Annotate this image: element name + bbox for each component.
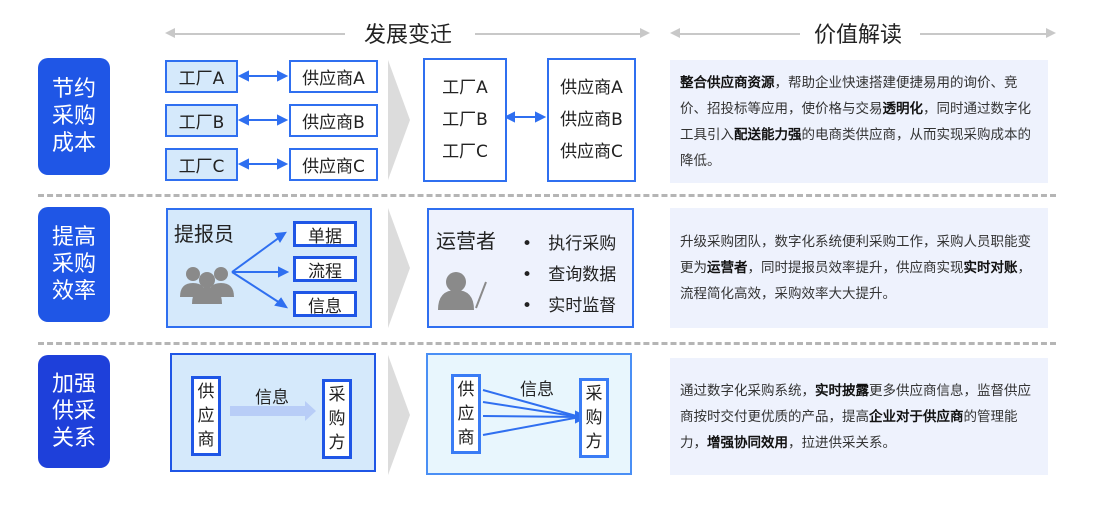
header-line-right2 bbox=[920, 33, 1052, 35]
info-label: 信息 bbox=[255, 388, 289, 408]
role-reporter: 提报员 bbox=[174, 222, 234, 246]
body-text: ，拉进供采关系。 bbox=[788, 434, 896, 451]
highlight-text: 透明化 bbox=[882, 100, 924, 117]
body-text: ，流程简化高效，采购效率大大提升。 bbox=[680, 260, 1031, 302]
highlight-text: 增强协同效用 bbox=[707, 434, 788, 451]
supplier-label: 供应商B bbox=[560, 110, 623, 130]
factory-label: 工厂B bbox=[442, 110, 488, 130]
supplier-label: 供应商C bbox=[560, 142, 623, 162]
buyer-vbox: 采购方 bbox=[322, 379, 352, 459]
task-item: • 实时监督 bbox=[522, 291, 616, 322]
body-text: ，同时提报员效率提升，供应商实现 bbox=[747, 260, 964, 276]
task-item: • 查询数据 bbox=[522, 260, 616, 291]
badge-line: 关系 bbox=[51, 426, 96, 451]
bullet: • bbox=[522, 265, 533, 285]
header-line-left bbox=[170, 33, 345, 35]
highlight-text: 实时对账 bbox=[963, 260, 1018, 276]
task-label: 查询数据 bbox=[548, 265, 617, 285]
badge-line: 效率 bbox=[51, 279, 96, 304]
badge-line: 节约 bbox=[51, 77, 96, 102]
divider bbox=[38, 342, 1056, 345]
highlight-text: 整合供应商资源 bbox=[680, 74, 775, 91]
header-evolution: 发展变迁 bbox=[364, 23, 453, 48]
supplier-b-box: 供应商B bbox=[289, 104, 378, 137]
body-text: ，同时通过数字化工具引入 bbox=[680, 100, 1031, 143]
bullet: • bbox=[522, 296, 533, 316]
badge-line: 提高 bbox=[51, 225, 96, 250]
body-text: ，帮助企业快速搭建便捷易用的询价、竞价、招投标等应用，使价格与交易 bbox=[680, 74, 1018, 117]
value-panel-2: 升级采购团队，数字化系统便利采购工作，采购人员职能变更为运营者，同时提报员效率提… bbox=[670, 208, 1048, 328]
task-item: • 执行采购 bbox=[522, 229, 616, 260]
supplier-vbox: 供应商 bbox=[191, 376, 221, 456]
badge-line: 供采 bbox=[51, 399, 96, 424]
body-text: 的电商类供应商，从而实现采购成本的降低。 bbox=[680, 126, 1031, 169]
badge-line: 成本 bbox=[51, 131, 96, 156]
badge-save-cost: 节约采购成本 bbox=[38, 58, 110, 175]
operator-task-list: • 执行采购 • 查询数据 • 实时监督 bbox=[522, 229, 616, 322]
buyer-vbox: 采购方 bbox=[579, 378, 609, 458]
bullet: • bbox=[522, 234, 533, 254]
task-label: 实时监督 bbox=[548, 296, 617, 316]
value-panel-3: 通过数字化采购系统，实时披露更多供应商信息，监督供应商按时交付更优质的产品，提高… bbox=[670, 358, 1048, 475]
factory-label: 工厂A bbox=[442, 78, 488, 98]
highlight-text: 实时披露 bbox=[815, 382, 869, 399]
factories-merged-box: 工厂A 工厂B 工厂C bbox=[423, 58, 507, 182]
factory-a-box: 工厂A bbox=[165, 60, 238, 93]
item-box: 流程 bbox=[293, 256, 357, 282]
task-label: 执行采购 bbox=[548, 234, 617, 254]
badge-relationship: 加强供采关系 bbox=[38, 355, 110, 468]
supplier-vbox: 供应商 bbox=[451, 374, 481, 454]
body-text: 通过数字化采购系统， bbox=[680, 382, 815, 399]
info-label: 信息 bbox=[520, 380, 554, 400]
value-text: 升级采购团队，数字化系统便利采购工作，采购人员职能变更为运营者，同时提报员效率提… bbox=[680, 229, 1038, 307]
suppliers-merged-box: 供应商A 供应商B 供应商C bbox=[547, 58, 636, 182]
badge-line: 采购 bbox=[51, 104, 96, 129]
badge-line: 采购 bbox=[51, 252, 96, 277]
supplier-a-box: 供应商A bbox=[289, 60, 378, 93]
item-box: 单据 bbox=[293, 221, 357, 247]
highlight-text: 配送能力强 bbox=[734, 126, 802, 143]
supplier-c-box: 供应商C bbox=[289, 148, 378, 181]
role-operator: 运营者 bbox=[436, 229, 496, 253]
body-text: 的管理能力， bbox=[680, 408, 1018, 451]
highlight-text: 运营者 bbox=[707, 260, 748, 276]
factory-b-box: 工厂B bbox=[165, 104, 238, 137]
highlight-text: 企业对于供应商 bbox=[869, 408, 964, 425]
value-text: 整合供应商资源，帮助企业快速搭建便捷易用的询价、竞价、招投标等应用，使价格与交易… bbox=[680, 70, 1038, 174]
header-line-left2 bbox=[675, 33, 800, 35]
operator-icon bbox=[438, 272, 487, 310]
value-text: 通过数字化采购系统，实时披露更多供应商信息，监督供应商按时交付更优质的产品，提高… bbox=[680, 378, 1038, 456]
divider bbox=[38, 194, 1056, 197]
item-box: 信息 bbox=[293, 291, 357, 317]
factory-label: 工厂C bbox=[442, 142, 488, 162]
header-line-right bbox=[475, 33, 645, 35]
badge-line: 加强 bbox=[51, 372, 96, 397]
factory-c-box: 工厂C bbox=[165, 148, 238, 181]
value-panel-1: 整合供应商资源，帮助企业快速搭建便捷易用的询价、竞价、招投标等应用，使价格与交易… bbox=[670, 60, 1048, 183]
people-icon bbox=[180, 267, 234, 304]
body-text: 升级采购团队，数字化系统便利采购工作，采购人员职能变更为 bbox=[680, 234, 1031, 276]
header-value: 价值解读 bbox=[814, 23, 903, 48]
supplier-label: 供应商A bbox=[560, 78, 623, 98]
badge-efficiency: 提高采购效率 bbox=[38, 207, 110, 322]
body-text: 更多供应商信息，监督供应商按时交付更优质的产品，提高 bbox=[680, 382, 1031, 425]
